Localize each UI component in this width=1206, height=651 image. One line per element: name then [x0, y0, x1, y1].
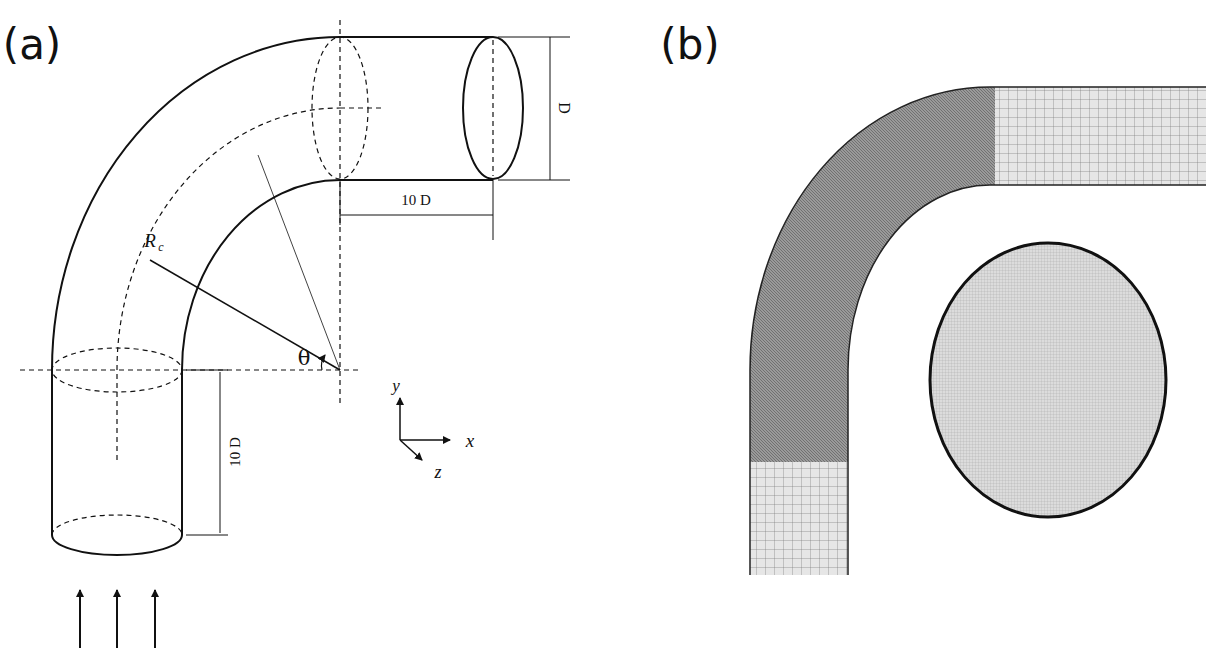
axis-label: x	[466, 431, 474, 450]
radius-subscript: c	[158, 241, 163, 253]
angle-symbol: θ	[298, 348, 311, 369]
radius-symbol: R	[144, 231, 156, 250]
panel-letter: (a)	[3, 24, 62, 66]
axis-label: z	[434, 463, 441, 481]
panel-letter: (b)	[660, 24, 719, 66]
dimension-label: 10 D	[228, 437, 243, 467]
axis-label: y	[392, 377, 400, 394]
dimension-label: 10 D	[401, 193, 431, 208]
dimension-label: D	[556, 102, 572, 114]
